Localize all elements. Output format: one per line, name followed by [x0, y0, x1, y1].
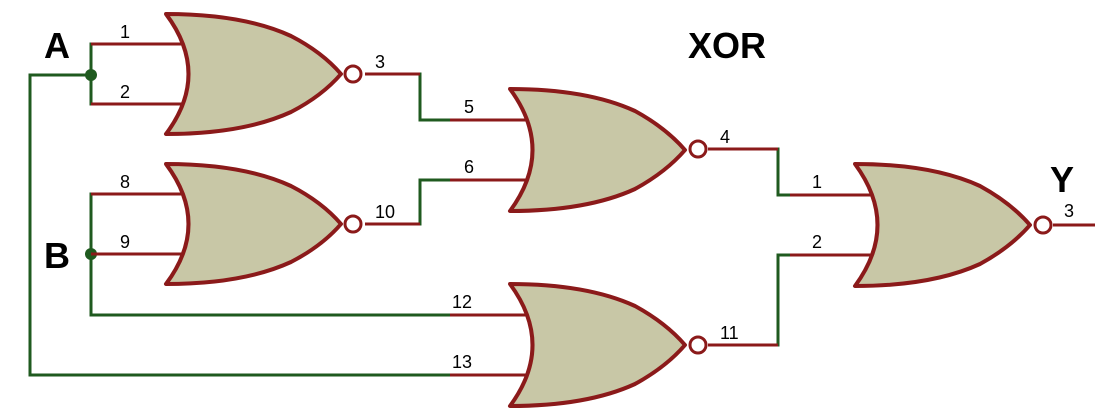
pin-label: 1 — [120, 22, 130, 42]
junction-a-dot — [85, 69, 97, 81]
input-a-label: A — [44, 25, 70, 66]
pin-label: 8 — [120, 172, 130, 192]
pin-label: 5 — [464, 97, 474, 117]
pin-label: 9 — [120, 232, 130, 252]
pin-label: 3 — [1064, 201, 1074, 221]
nor-gate-5: 1 2 3 — [790, 162, 1095, 288]
pin-label: 13 — [452, 352, 472, 372]
pin-label: 2 — [120, 82, 130, 102]
pin-label: 12 — [452, 292, 472, 312]
nor-gate-2: 8 9 10 — [91, 162, 420, 286]
diagram-title: XOR — [688, 25, 766, 66]
pin-label: 10 — [375, 202, 395, 222]
nor-gate-4: 12 13 11 — [450, 282, 778, 408]
output-y-label: Y — [1050, 159, 1074, 200]
wires — [28, 42, 792, 377]
pin-label: 1 — [812, 172, 822, 192]
pin-label: 3 — [375, 52, 385, 72]
pin-label: 6 — [464, 157, 474, 177]
pin-label: 2 — [812, 232, 822, 252]
input-b-label: B — [44, 235, 70, 276]
pin-label: 4 — [720, 127, 730, 147]
nor-gate-1: 1 2 3 — [91, 12, 420, 136]
nor-gate-3: 5 6 4 — [450, 87, 778, 213]
pin-label: 11 — [720, 323, 739, 343]
